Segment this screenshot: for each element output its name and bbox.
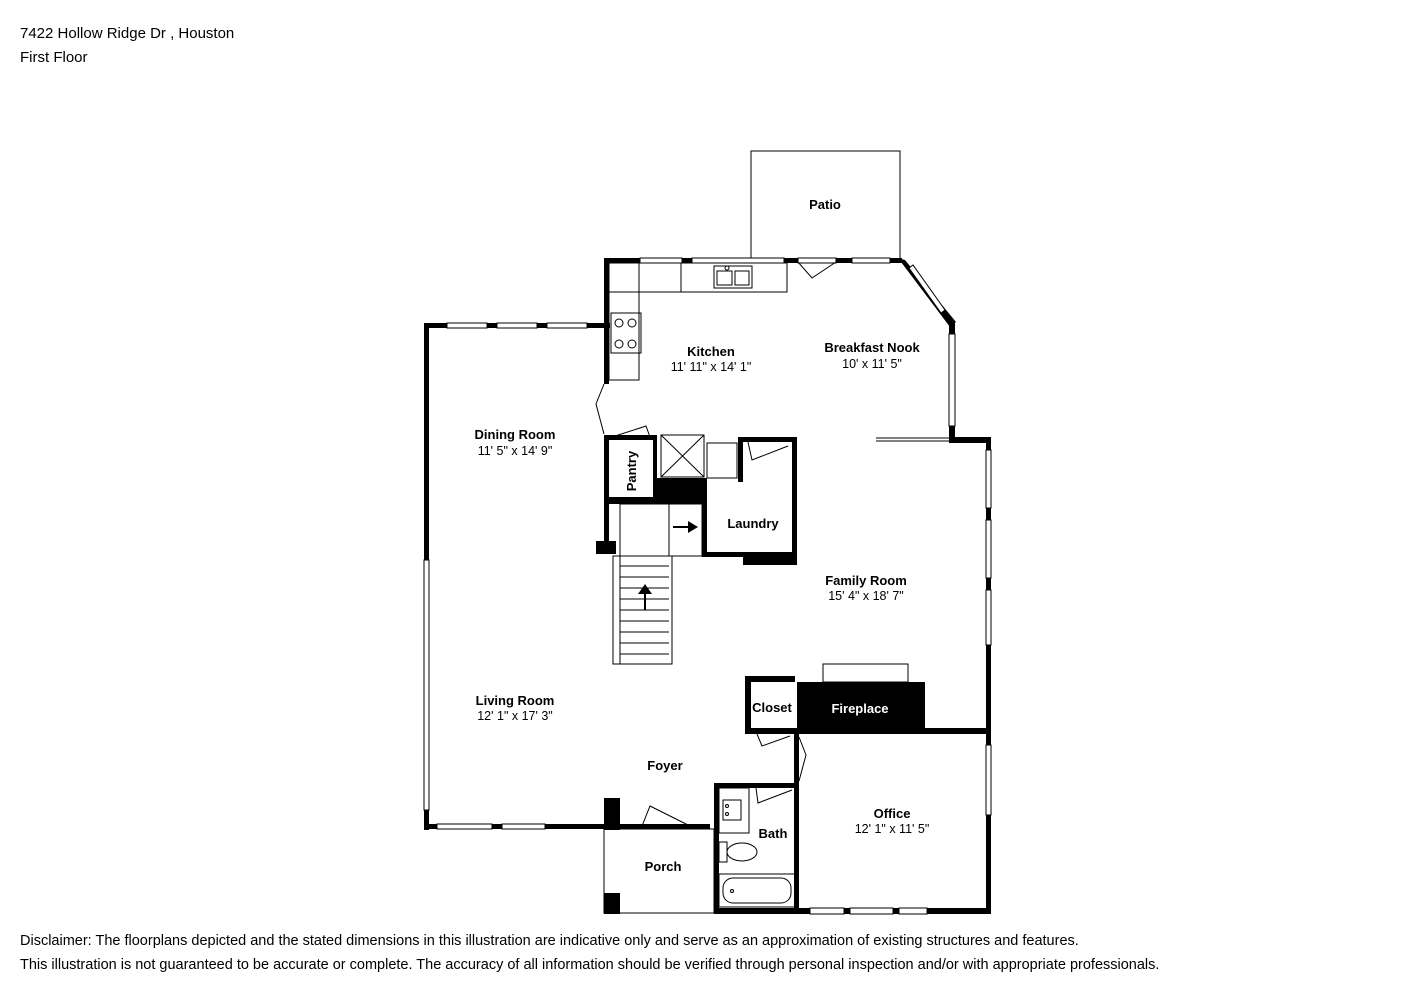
dining-room-dimensions: 11' 5" x 14' 9" [478, 444, 553, 458]
closet-label: Closet [752, 700, 792, 715]
vanity-icon [718, 787, 750, 834]
fireplace-block [797, 682, 925, 728]
kitchen-label: Kitchen [687, 344, 735, 359]
living-room-dimensions: 12' 1" x 17' 3" [477, 709, 553, 723]
disclaimer-line-2: This illustration is not guaranteed to b… [20, 957, 1160, 973]
fireplace-label: Fireplace [831, 701, 888, 716]
kitchen-dimensions: 11' 11" x 14' 1" [671, 360, 752, 374]
disclaimer-line-1: Disclaimer: The floorplans depicted and … [20, 933, 1079, 949]
living-room-label: Living Room [476, 693, 555, 708]
porch-outline [603, 828, 715, 914]
stair-up-arrow-icon [638, 584, 652, 610]
dining-room-label: Dining Room [475, 427, 556, 442]
stove-icon [610, 312, 642, 354]
pantry-label: Pantry [624, 450, 639, 491]
toilet-icon [718, 841, 758, 863]
breakfast-nook-label: Breakfast Nook [824, 340, 920, 355]
office-dimensions: 12' 1" x 11' 5" [855, 822, 930, 836]
foyer-label: Foyer [647, 758, 682, 773]
bathtub-icon [718, 873, 796, 908]
family-room-label: Family Room [825, 573, 907, 588]
doors [595, 261, 949, 827]
laundry-label: Laundry [727, 516, 779, 531]
porch-label: Porch [645, 859, 682, 874]
patio-label: Patio [809, 197, 841, 212]
address-text: 7422 Hollow Ridge Dr , Houston [20, 25, 235, 42]
header: 7422 Hollow Ridge Dr , Houston First Flo… [20, 22, 234, 70]
sink-icon [713, 265, 753, 289]
interior-walls [596, 328, 991, 914]
windows [423, 257, 992, 915]
floor-label: First Floor [20, 49, 88, 66]
stair-right-arrow-icon [673, 521, 698, 533]
hearth [822, 663, 909, 683]
office-label: Office [874, 806, 911, 821]
bath-label: Bath [759, 826, 788, 841]
disclaimer: Disclaimer: The floorplans depicted and … [20, 929, 1159, 977]
refrigerator-icon [660, 434, 738, 479]
breakfast-nook-dimensions: 10' x 11' 5" [842, 357, 902, 371]
kitchen-counters [608, 262, 788, 381]
family-room-dimensions: 15' 4" x 18' 7" [828, 589, 904, 603]
